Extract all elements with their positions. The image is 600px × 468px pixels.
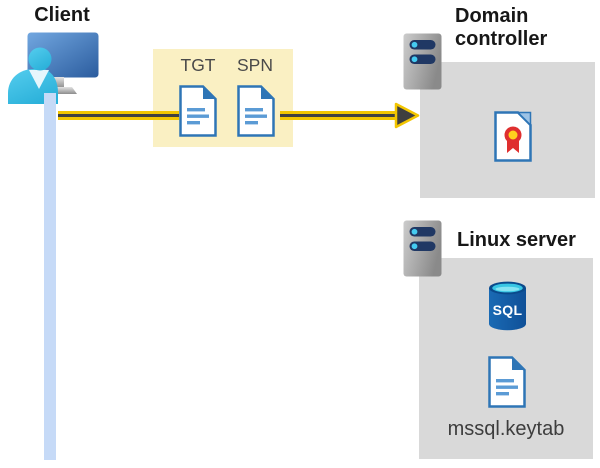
document-line	[496, 379, 514, 383]
keytab-document-icon	[488, 356, 526, 408]
certificate-fold	[516, 111, 532, 127]
linux-server-server-icon	[403, 220, 442, 277]
document-line	[187, 108, 205, 112]
spn-document-icon	[237, 85, 275, 137]
domain-controller-server-icon	[403, 33, 442, 90]
document-line	[187, 114, 209, 118]
document-fold	[512, 357, 525, 370]
document-fold	[203, 86, 216, 99]
client-timeline	[44, 93, 56, 460]
sql-label: SQL	[493, 302, 523, 318]
monitor-neck	[54, 77, 64, 88]
person-head	[28, 47, 52, 71]
certificate-ribbon	[507, 140, 519, 153]
tgt-label: TGT	[180, 55, 216, 75]
document-line	[245, 108, 263, 112]
spn-label: SPN	[237, 55, 273, 75]
database-top-highlight	[495, 286, 520, 292]
server-led	[411, 228, 418, 235]
linux-server-title: Linux server	[457, 229, 576, 251]
server-led	[411, 243, 418, 250]
server-led	[411, 56, 418, 63]
document-fold	[261, 86, 274, 99]
arrow-shaft-left	[58, 111, 179, 120]
arrow-head-icon	[394, 102, 420, 129]
document-line	[496, 392, 509, 396]
arrow-head	[394, 102, 420, 129]
document-line	[245, 114, 267, 118]
person-collar	[29, 70, 49, 89]
domain-controller-title: Domain controller	[455, 5, 548, 50]
server-led	[411, 41, 418, 48]
arrow-shaft-right	[280, 111, 396, 120]
document-line	[496, 385, 518, 389]
document-line	[245, 121, 258, 125]
database-body	[489, 288, 526, 331]
keytab-label: mssql.keytab	[447, 418, 565, 440]
document-line	[187, 121, 200, 125]
certificate-icon	[494, 111, 532, 162]
certificate-seal	[504, 126, 522, 144]
tgt-document-icon	[179, 85, 217, 137]
client-title: Client	[34, 4, 90, 26]
sql-database-icon: SQL	[489, 281, 526, 331]
